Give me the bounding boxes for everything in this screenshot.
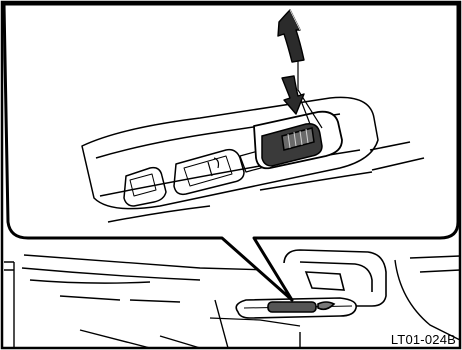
callout-bubble: [4, 4, 458, 300]
figure-code-label: LT01-024B: [391, 332, 456, 347]
armrest: [210, 298, 356, 326]
